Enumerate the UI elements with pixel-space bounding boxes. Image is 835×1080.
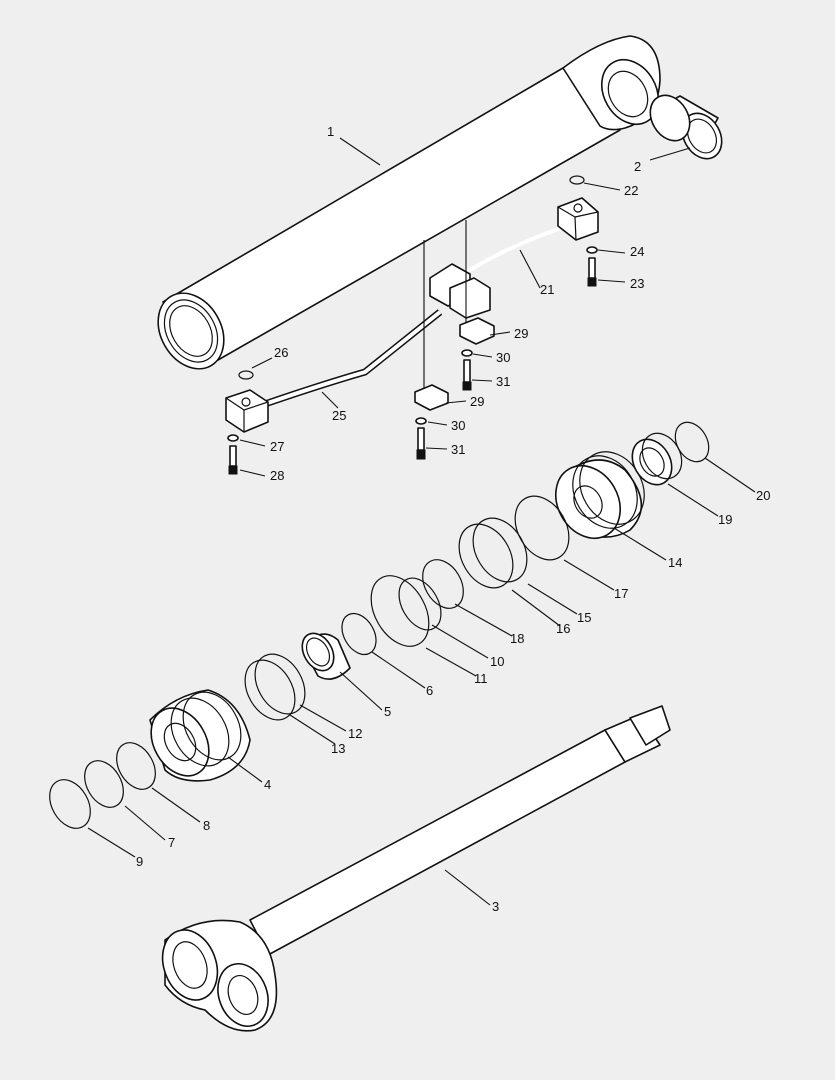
bolts [228, 257, 597, 475]
piston-rod [161, 705, 671, 1032]
leader-lines [87, 137, 756, 906]
callout-3: 3 [492, 899, 499, 914]
rod-seals [49, 742, 156, 829]
callout-1: 1 [327, 124, 334, 139]
callout-28: 28 [270, 468, 284, 483]
callout-labels: 1 2 3 4 5 6 7 8 9 10 11 12 13 14 15 16 1… [136, 124, 770, 914]
callout-24: 24 [630, 244, 644, 259]
callout-15: 15 [577, 610, 591, 625]
callout-27: 27 [270, 439, 284, 454]
bushing [649, 94, 723, 160]
callout-19: 19 [718, 512, 732, 527]
wear-rings [244, 653, 306, 721]
callout-23: 23 [630, 276, 644, 291]
tube-line-25 [225, 309, 443, 433]
callout-29a: 29 [514, 326, 528, 341]
callout-11: 11 [474, 671, 488, 686]
callout-21: 21 [540, 282, 554, 297]
callout-22: 22 [624, 183, 638, 198]
callout-25: 25 [332, 408, 346, 423]
o-rings-small [238, 175, 585, 380]
callout-31a: 31 [496, 374, 510, 389]
piston [555, 451, 645, 539]
callout-10: 10 [490, 654, 504, 669]
callout-2: 2 [634, 159, 641, 174]
seal-rings [301, 495, 570, 680]
callout-20: 20 [756, 488, 770, 503]
cylinder-tube [157, 35, 661, 370]
callout-30a: 30 [496, 350, 510, 365]
callout-8: 8 [203, 818, 210, 833]
callout-18: 18 [510, 631, 524, 646]
callout-7: 7 [168, 835, 175, 850]
callout-9: 9 [136, 854, 143, 869]
clamp-blocks [423, 220, 491, 395]
callout-29b: 29 [470, 394, 484, 409]
clamp-half-29 [414, 317, 495, 411]
snap-ring [674, 421, 710, 463]
callout-13: 13 [331, 741, 345, 756]
callout-17: 17 [614, 586, 628, 601]
callout-30b: 30 [451, 418, 465, 433]
callout-31b: 31 [451, 442, 465, 457]
washers [227, 246, 598, 442]
callout-16: 16 [556, 621, 570, 636]
tube-line-21 [429, 197, 599, 294]
rod-head [149, 689, 251, 782]
callout-26: 26 [274, 345, 288, 360]
callout-14: 14 [668, 555, 682, 570]
callout-12: 12 [348, 726, 362, 741]
callout-4: 4 [264, 777, 271, 792]
callout-6: 6 [426, 683, 433, 698]
callout-5: 5 [384, 704, 391, 719]
